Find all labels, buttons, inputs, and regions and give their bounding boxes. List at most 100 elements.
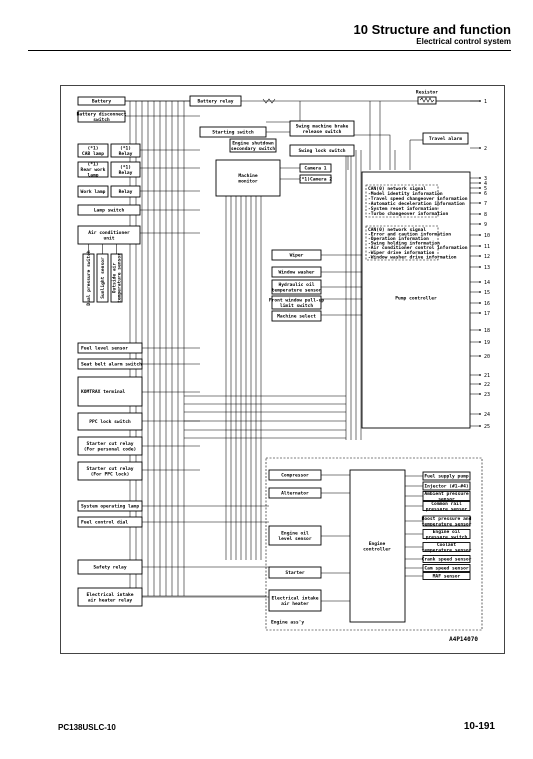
pump-controller-label: Pump controller — [395, 296, 437, 302]
resistor-label: Resistor — [416, 90, 438, 96]
battery-relay-box-label: Battery relay — [198, 99, 234, 105]
footer-page: 10-191 — [463, 721, 495, 732]
work-lamp-box — [77, 185, 109, 198]
vertical-sensor-label-2: Sunlight sensor — [100, 257, 106, 299]
terminal-number-15: 15 — [484, 290, 490, 296]
system-operating-lamp-box — [77, 500, 143, 512]
diagram-code: A4P14070 — [449, 636, 478, 643]
starter-box — [268, 566, 322, 579]
terminal-number-14: 14 — [484, 280, 490, 286]
seat-belt-box — [77, 358, 143, 370]
engine-assy-outline — [265, 457, 483, 631]
terminal-number-5: 5 — [484, 186, 487, 192]
alternator-box-label: Alternator — [281, 491, 309, 497]
can-note-2-text: CAN(0) network signal-Error and caution … — [368, 227, 468, 261]
terminal-dot-1 — [479, 100, 481, 102]
window-washer-box-label: Window washer — [279, 270, 315, 276]
intake-heater-box — [268, 589, 322, 612]
terminal-dot-21 — [479, 374, 481, 376]
terminal-number-2: 2 — [484, 146, 487, 152]
engine-sensor-box-5 — [422, 515, 471, 527]
cab-lamp-box — [77, 143, 109, 158]
terminal-dot-3 — [479, 177, 481, 179]
rear-work-lamp-box — [77, 161, 109, 178]
engine-sensor-box-1-label: Fuel supply pump — [424, 474, 468, 480]
terminal-number-12: 12 — [484, 254, 490, 260]
diagram-frame — [60, 85, 505, 654]
camera2-box — [299, 174, 332, 184]
terminal-dot-25 — [479, 425, 481, 427]
komtrax-box — [77, 376, 143, 407]
wiper-box-label: Wiper — [290, 253, 304, 259]
alternator-box — [268, 487, 322, 499]
engine-sensor-box-9-label: Cam speed sensor — [424, 566, 468, 572]
work-lamp-box-label: Work lamp — [81, 189, 106, 195]
fuel-control-dial-box-label: Fuel control dial — [81, 520, 128, 526]
engine-sensor-box-3 — [422, 491, 471, 501]
terminal-dot-18 — [479, 329, 481, 331]
engine-shutdown-box — [229, 138, 277, 153]
rear-work-lamp-relay-box — [110, 161, 141, 178]
terminal-dot-19 — [479, 341, 481, 343]
engine-sensor-box-1 — [422, 471, 471, 481]
engine-sensor-box-9 — [422, 564, 471, 572]
front-window-box — [271, 295, 322, 310]
engine-assy-label: Engine ass'y — [271, 620, 304, 626]
terminal-number-10: 10 — [484, 233, 490, 239]
terminal-dot-15 — [479, 291, 481, 293]
terminal-number-1: 1 — [484, 99, 487, 105]
battery-box-label: Battery — [92, 99, 112, 105]
terminal-dot-4 — [479, 182, 481, 184]
battery-disconnect-box — [77, 110, 126, 123]
terminal-number-6: 6 — [484, 191, 487, 197]
battery-box — [77, 96, 126, 106]
compressor-box-label: Compressor — [281, 473, 309, 479]
terminal-number-18: 18 — [484, 328, 490, 334]
engine-sensor-box-7 — [422, 542, 471, 552]
safety-relay-box — [77, 559, 143, 575]
camera1-box — [299, 163, 332, 173]
window-washer-box — [271, 266, 322, 278]
travel-alarm-box — [422, 132, 469, 145]
terminal-number-24: 24 — [484, 412, 490, 418]
terminal-dot-22 — [479, 383, 481, 385]
work-lamp-relay-box — [110, 185, 141, 198]
hydraulic-oil-box — [271, 279, 322, 295]
terminal-number-21: 21 — [484, 373, 490, 379]
terminal-dot-23 — [479, 393, 481, 395]
terminal-number-8: 8 — [484, 212, 487, 218]
can-note-1-text: CAN(0) network signal-Model identity inf… — [368, 186, 468, 217]
header-rule — [28, 50, 511, 51]
engine-sensor-box-8-label: Crank speed sensor — [422, 557, 472, 563]
terminal-dot-17 — [479, 312, 481, 314]
system-operating-lamp-box-label: System operating lamp — [81, 504, 139, 510]
compressor-box — [268, 469, 322, 481]
starter-cut-relay-ppc-box — [77, 461, 143, 481]
terminal-dot-10 — [479, 234, 481, 236]
terminal-dot-14 — [479, 281, 481, 283]
swing-lock-box-label: Swing lock switch — [298, 148, 345, 154]
terminal-dot-5 — [479, 187, 481, 189]
swing-lock-box — [289, 144, 355, 157]
terminal-dot-8 — [479, 213, 481, 215]
section-subtitle: Electrical control system — [416, 37, 511, 46]
safety-relay-box-label: Safety relay — [93, 565, 126, 571]
battery-relay-box — [189, 95, 242, 107]
can-note-1 — [365, 184, 439, 218]
engine-sensor-box-4 — [422, 501, 471, 511]
engine-sensor-box-2-label: Injector (#1-#4) — [424, 483, 468, 490]
starting-switch-box-label: Starting switch — [212, 130, 254, 136]
terminal-dot-2 — [479, 147, 481, 149]
vertical-sensor-label-1: Dual pressure switch — [86, 250, 92, 306]
